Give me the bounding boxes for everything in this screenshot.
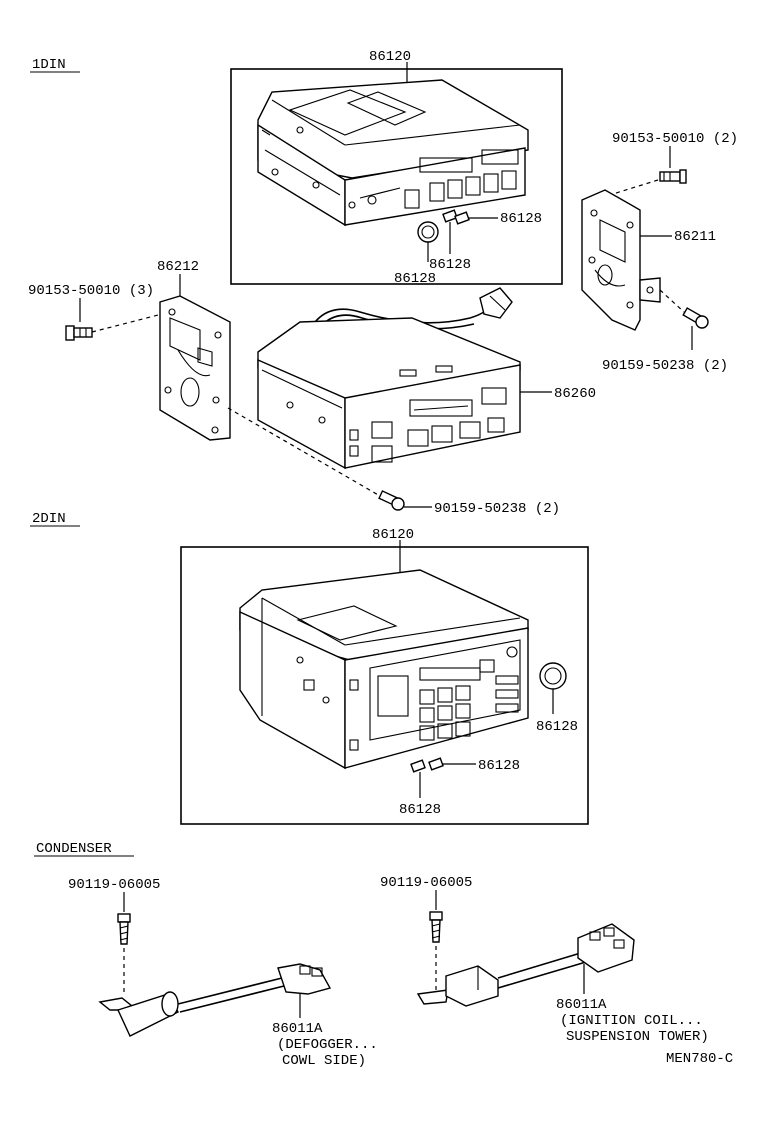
din2-button-label-a: 86128 <box>478 758 520 774</box>
section-2din: 2DIN <box>30 511 80 527</box>
din1-button-label-b: 86128 <box>429 257 471 273</box>
cond-right-part-label: 86011A <box>556 997 607 1013</box>
section-2din-label: 2DIN <box>32 511 66 527</box>
drawing-code: MEN780-C <box>666 1051 733 1067</box>
cond-screw-left-label: 90119-06005 <box>68 877 160 893</box>
bracket-right-label: 86211 <box>674 229 716 245</box>
cond-right-desc2: SUSPENSION TOWER) <box>566 1029 709 1045</box>
din1-radio-unit <box>257 79 529 227</box>
din1-button-label-a: 86128 <box>500 211 542 227</box>
screw-left <box>65 325 93 341</box>
condenser-right-assembly: 90119-06005 86011A (IGNITION COIL... SUS… <box>380 875 709 1045</box>
cond-screw-left <box>117 913 131 945</box>
player-label: 86260 <box>554 386 596 402</box>
section-condenser: CONDENSER <box>34 841 134 857</box>
cond-right-body <box>416 923 635 1007</box>
din2-radio-unit <box>239 569 529 770</box>
din1-radio-assembly: 86120 <box>230 49 563 287</box>
din1-radio-label: 86120 <box>369 49 411 65</box>
cond-right-desc1: (IGNITION COIL... <box>560 1013 703 1029</box>
din1-callout-box <box>230 68 563 285</box>
right-bracket <box>581 189 661 331</box>
section-condenser-label: CONDENSER <box>36 841 112 857</box>
din2-buttons: 86128 86128 <box>399 757 520 818</box>
bolt-right <box>682 307 709 329</box>
screw-left-label: 90153-50010 (3) <box>28 283 154 299</box>
bolt-lower-assembly: 90159-50238 (2) <box>227 407 560 517</box>
din1-knob-label: 86128 <box>394 271 436 287</box>
din1-knob: 86128 <box>394 221 439 287</box>
cond-left-part-label: 86011A <box>272 1021 323 1037</box>
player-assembly: 86260 <box>257 287 596 470</box>
section-1din: 1DIN <box>30 57 80 73</box>
bolt-lower-label: 90159-50238 (2) <box>434 501 560 517</box>
din2-knob: 86128 <box>536 662 578 735</box>
left-bracket-assembly: 86212 90153-50010 (3) <box>28 259 231 441</box>
left-bracket <box>159 295 231 441</box>
bolt-right-label: 90159-50238 (2) <box>602 358 728 374</box>
cond-left-body <box>98 963 332 1037</box>
section-1din-label: 1DIN <box>32 57 66 73</box>
din1-buttons: 86128 86128 <box>429 209 542 273</box>
right-bracket-assembly: 90153-50010 (2) 86211 9 <box>581 131 738 374</box>
cond-screw-right <box>429 911 443 943</box>
din2-knob-label: 86128 <box>536 719 578 735</box>
cond-left-desc1: (DEFOGGER... <box>277 1037 378 1053</box>
din2-button-label-b: 86128 <box>399 802 441 818</box>
bolt-lower <box>378 490 405 511</box>
bracket-left-label: 86212 <box>157 259 199 275</box>
din2-radio-assembly: 86120 <box>180 527 589 825</box>
condenser-left-assembly: 90119-06005 86011A (DEFOGGER... COWL SID… <box>68 877 378 1069</box>
din2-radio-label: 86120 <box>372 527 414 543</box>
player-unit <box>257 317 521 470</box>
cond-left-desc2: COWL SIDE) <box>282 1053 366 1069</box>
screw-right <box>659 169 687 184</box>
cond-screw-right-label: 90119-06005 <box>380 875 472 891</box>
screw-right-label: 90153-50010 (2) <box>612 131 738 147</box>
din2-callout-box <box>180 546 589 825</box>
